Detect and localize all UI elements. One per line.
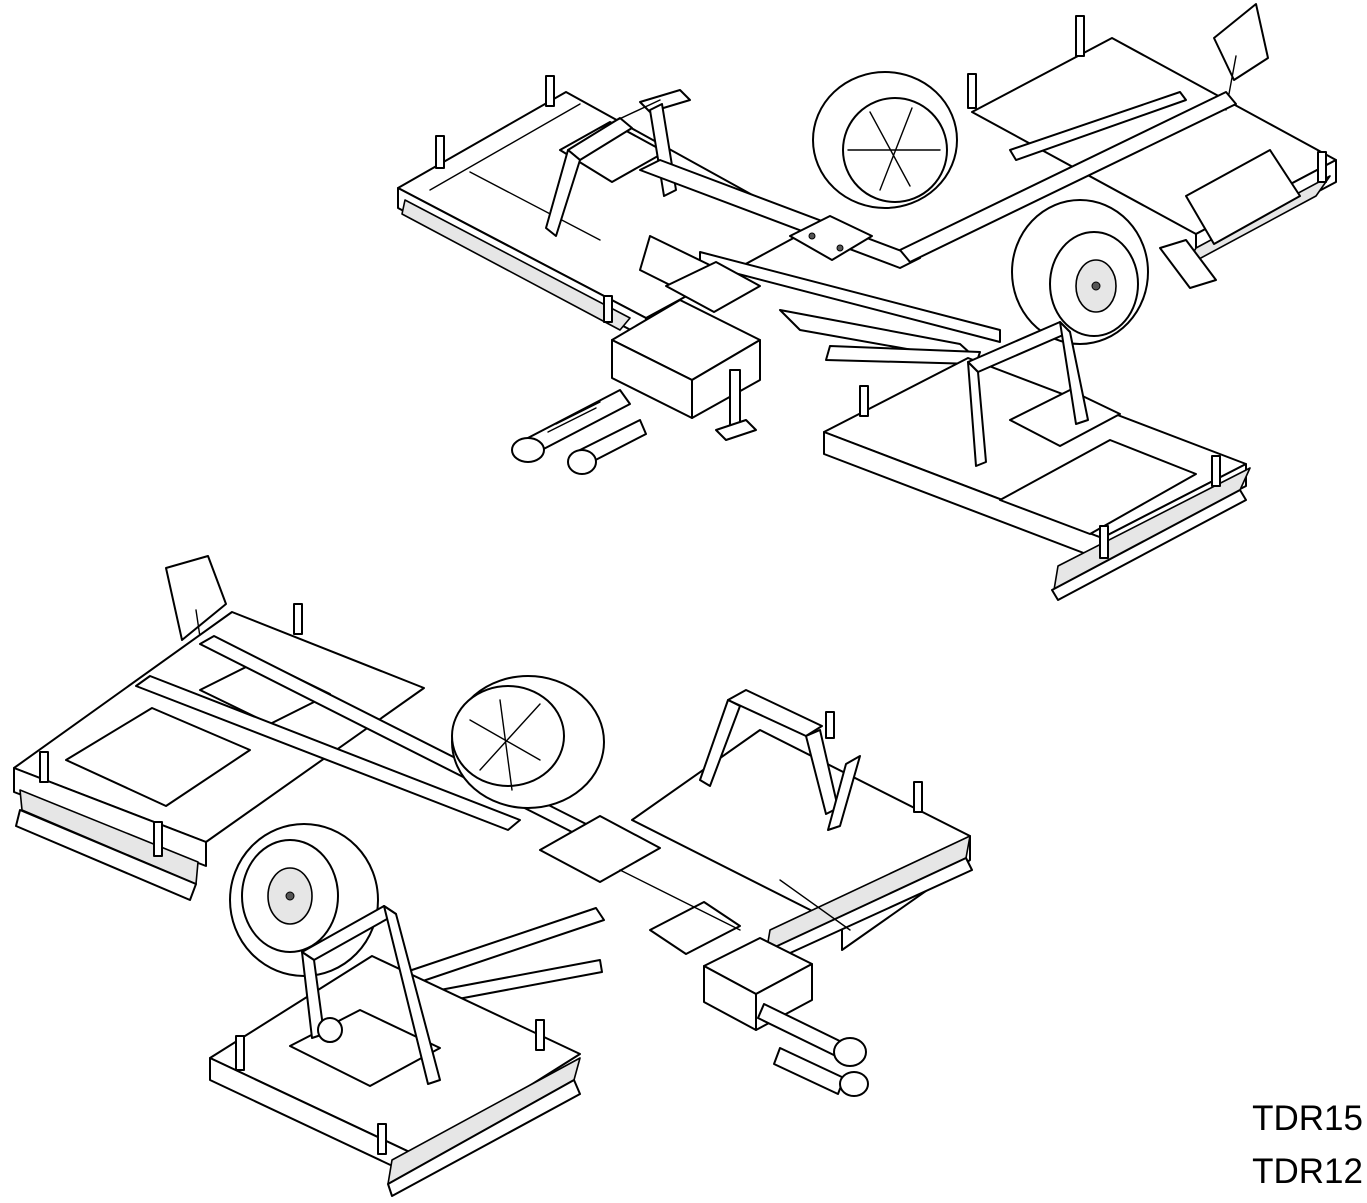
model-list: TDR15 TDR12 (1252, 1092, 1363, 1198)
wheel-upper-rear (812, 71, 958, 209)
model-label-tdr15: TDR15 (1252, 1099, 1363, 1138)
sign-paddle-left (165, 555, 227, 641)
model-label-tdr12: TDR12 (1252, 1152, 1363, 1191)
sign-paddle-right (1213, 3, 1269, 81)
deck-lower-left (13, 603, 425, 901)
lower-lift-frame-front (301, 905, 441, 1085)
lower-mower-drawing (13, 555, 973, 1197)
upper-mower-drawing (397, 3, 1337, 601)
wheel-upper-front (1011, 199, 1149, 345)
lift-frame-right (699, 689, 861, 831)
hitch-assembly (511, 215, 873, 475)
deck-lower-right (631, 711, 973, 965)
deck-front (823, 357, 1251, 601)
lift-frame-front (967, 321, 1089, 467)
lower-hitch-assembly (539, 815, 869, 1097)
deck-lower-front (209, 955, 581, 1197)
wheel-lower-rear (451, 675, 605, 809)
